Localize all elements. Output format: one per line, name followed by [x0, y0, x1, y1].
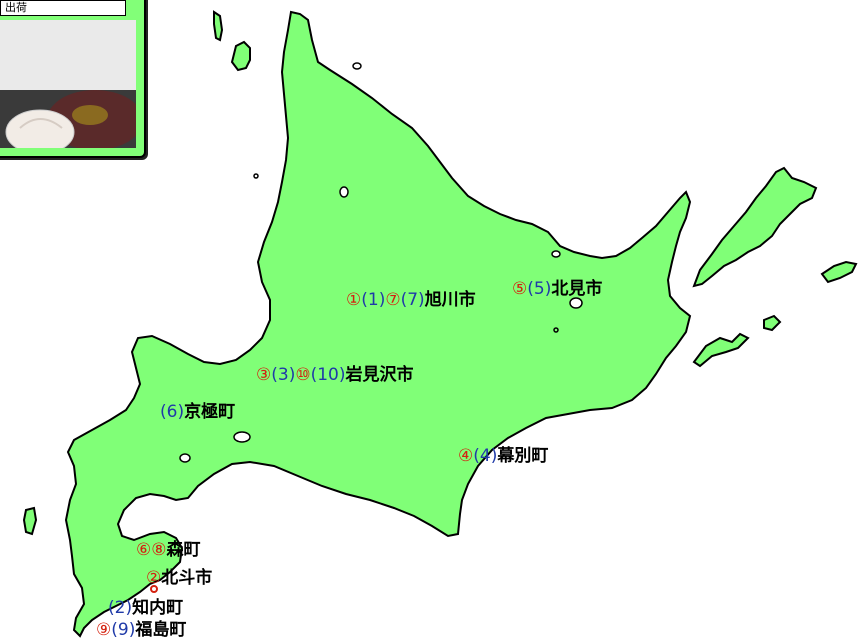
- etorofu-island: [692, 166, 818, 288]
- shikotan-island: [820, 260, 858, 284]
- label-asahikawa: ①(1)⑦(7)旭川市: [346, 290, 476, 310]
- lake-icon: [233, 431, 251, 443]
- rebun-island: [213, 10, 224, 42]
- okushiri-island: [22, 506, 38, 536]
- habomai-island: [763, 314, 782, 332]
- label-hokuto: ②北斗市: [146, 568, 213, 588]
- lake-icon: [569, 297, 583, 309]
- label-kyogoku: (6)京極町: [160, 402, 236, 422]
- lake-icon: [179, 453, 191, 463]
- label-makubetsu: ④(4)幕別町: [458, 446, 549, 466]
- lake-icon: [339, 186, 349, 198]
- hokkaido-mainland: [64, 10, 692, 638]
- lake-icon: [352, 62, 362, 70]
- photo-caption: 出荷: [0, 0, 126, 16]
- label-mori: ⑥⑧森町: [136, 540, 201, 560]
- label-fukushima: ⑨(9)福島町: [96, 620, 187, 640]
- label-kitami: ⑤(5)北見市: [512, 279, 603, 299]
- lake-icon: [551, 250, 561, 258]
- label-iwamizawa: ③(3)⑩(10)岩見沢市: [256, 365, 414, 385]
- label-shiriuchi: (2)知内町: [108, 598, 184, 618]
- photo-card: 出荷: [0, 0, 146, 158]
- scallop-photo: [0, 20, 136, 148]
- rishiri-island: [230, 40, 251, 72]
- kunashiri-island: [692, 332, 750, 368]
